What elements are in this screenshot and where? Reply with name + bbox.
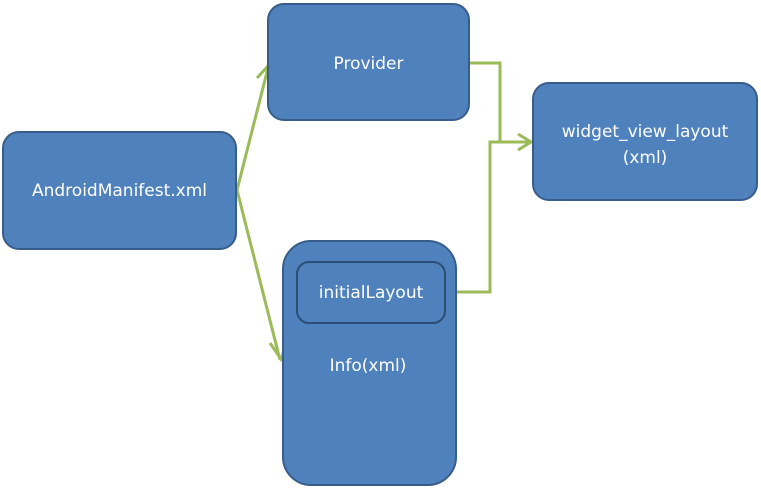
android-manifest-label: AndroidManifest.xml: [32, 181, 207, 201]
info-label: Info(xml): [330, 356, 407, 376]
initial-layout-box: [296, 261, 446, 324]
widget-view-layout-label-line2: (xml): [623, 148, 668, 168]
edge-provider-to-widget: [469, 61, 534, 152]
node-initial-layout[interactable]: initialLayout: [296, 261, 446, 324]
node-provider[interactable]: Provider: [267, 3, 470, 121]
edge-initiallayout-to-widget: [444, 140, 530, 294]
edge-manifest-to-info: [235, 189, 290, 363]
edge-manifest-to-provider: [235, 62, 274, 191]
initial-layout-label: initialLayout: [319, 283, 424, 303]
node-widget-view-layout[interactable]: widget_view_layout (xml): [532, 82, 758, 201]
provider-label: Provider: [334, 54, 404, 74]
provider-box: [267, 3, 470, 121]
widget-view-layout-box: [532, 82, 758, 201]
android-manifest-box: [2, 131, 237, 250]
node-android-manifest[interactable]: AndroidManifest.xml: [2, 131, 237, 250]
widget-view-layout-label-line1: widget_view_layout: [562, 122, 729, 142]
